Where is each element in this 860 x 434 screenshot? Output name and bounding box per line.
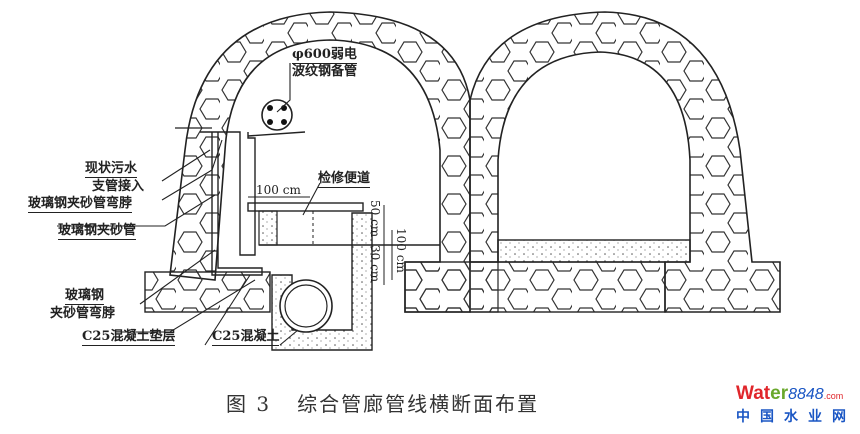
maintenance-walkway [247,202,440,246]
label-frp-elbow-upper: 玻璃钢夹砂管弯脖 [28,196,133,213]
figure-number: 图 3 [226,392,272,416]
wm-er: er [770,383,789,404]
leader-lines [57,63,321,346]
label-dim-100-vertical: 100 cm [394,228,408,273]
label-sewage-line2: 支管接入 [92,179,145,194]
wm-num: 8848 [788,386,824,403]
label-dim-50: 50 cm [368,200,382,238]
right-floor-slab [404,239,691,313]
sewer-trench [271,212,373,351]
label-dim-30: 30 cm [368,245,382,283]
label-frp-pipe: 玻璃钢夹砂管 [58,223,137,240]
wm-cn: 中国水业网 [736,409,856,425]
label-sewage-line1: 现状污水 [85,161,138,178]
label-weak-current-line2: 波纹钢备管 [292,64,358,79]
wm-water: Wat [736,383,771,404]
label-dim-100: 100 cm [256,183,301,197]
label-frp-elbow-lower-line1: 玻璃钢 [65,288,105,305]
figure-title: 综合管廊管线横断面布置 [297,392,540,416]
label-walkway: 检修便道 [318,171,371,188]
left-base-block [144,271,271,313]
wm-com: .com [823,391,844,401]
label-c25-cushion: C25混凝土垫层 [82,329,176,346]
frp-sand-pipe [175,127,263,276]
figure-caption: 图 3 综合管廊管线横断面布置 [226,388,539,417]
watermark-logo: Water8848.com 中国水业网 [736,384,860,426]
sewer-pipe [279,279,333,333]
dimension-lines [248,196,393,285]
label-c25-concrete: C25混凝土 [212,329,280,346]
weak-current-pipe [247,99,306,137]
label-frp-elbow-lower-line2: 夹砂管弯脖 [50,306,116,321]
label-weak-current-line1: φ600弱电 [292,47,357,64]
